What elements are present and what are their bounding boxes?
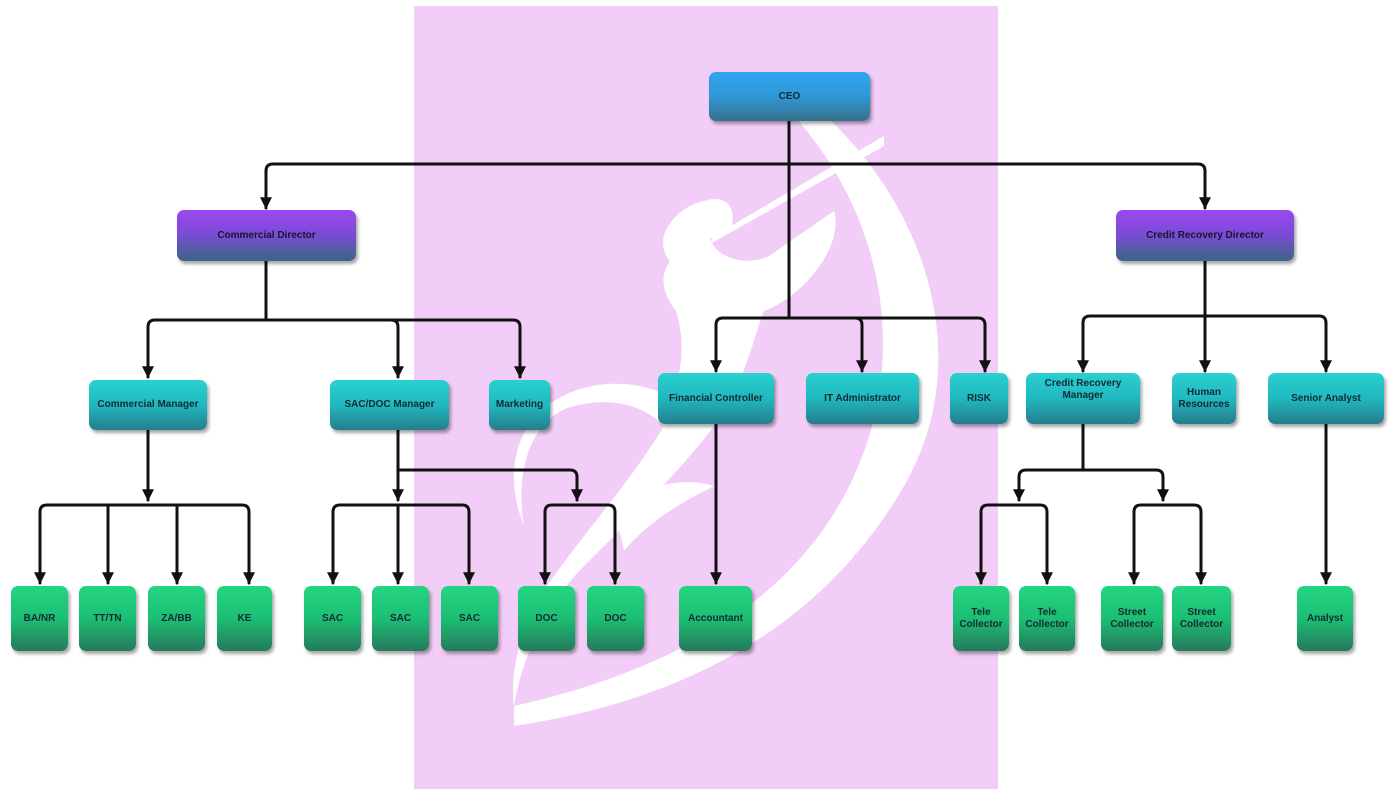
- node-senior-analyst: Senior Analyst: [1268, 373, 1384, 424]
- node-risk: RISK: [950, 373, 1008, 424]
- node-za-bb: ZA/BB: [148, 586, 205, 651]
- node-accountant: Accountant: [679, 586, 752, 651]
- node-marketing: Marketing: [489, 380, 550, 430]
- node-sac: SAC: [372, 586, 429, 651]
- node-sac-doc-manager: SAC/DOC Manager: [330, 380, 449, 430]
- node-sac: SAC: [441, 586, 498, 651]
- node-street-collector: Street Collector: [1172, 586, 1231, 651]
- node-doc: DOC: [587, 586, 644, 651]
- node-financial-controller: Financial Controller: [658, 373, 774, 424]
- node-ba-nr: BA/NR: [11, 586, 68, 651]
- node-sac: SAC: [304, 586, 361, 651]
- node-tt-tn: TT/TN: [79, 586, 136, 651]
- node-tele-collector: Tele Collector: [953, 586, 1009, 651]
- node-ke: KE: [217, 586, 272, 651]
- node-human-resources: Human Resources: [1172, 373, 1236, 424]
- node-tele-collector: Tele Collector: [1019, 586, 1075, 651]
- node-street-collector: Street Collector: [1101, 586, 1163, 651]
- node-commercial-manager: Commercial Manager: [89, 380, 207, 430]
- node-it-administrator: IT Administrator: [806, 373, 919, 424]
- node-credit-recovery-manager: Credit Recovery Manager: [1026, 373, 1140, 424]
- node-doc: DOC: [518, 586, 575, 651]
- node-commercial-director: Commercial Director: [177, 210, 356, 261]
- node-credit-recovery-director: Credit Recovery Director: [1116, 210, 1294, 261]
- node-ceo: CEO: [709, 72, 870, 121]
- node-analyst: Analyst: [1297, 586, 1353, 651]
